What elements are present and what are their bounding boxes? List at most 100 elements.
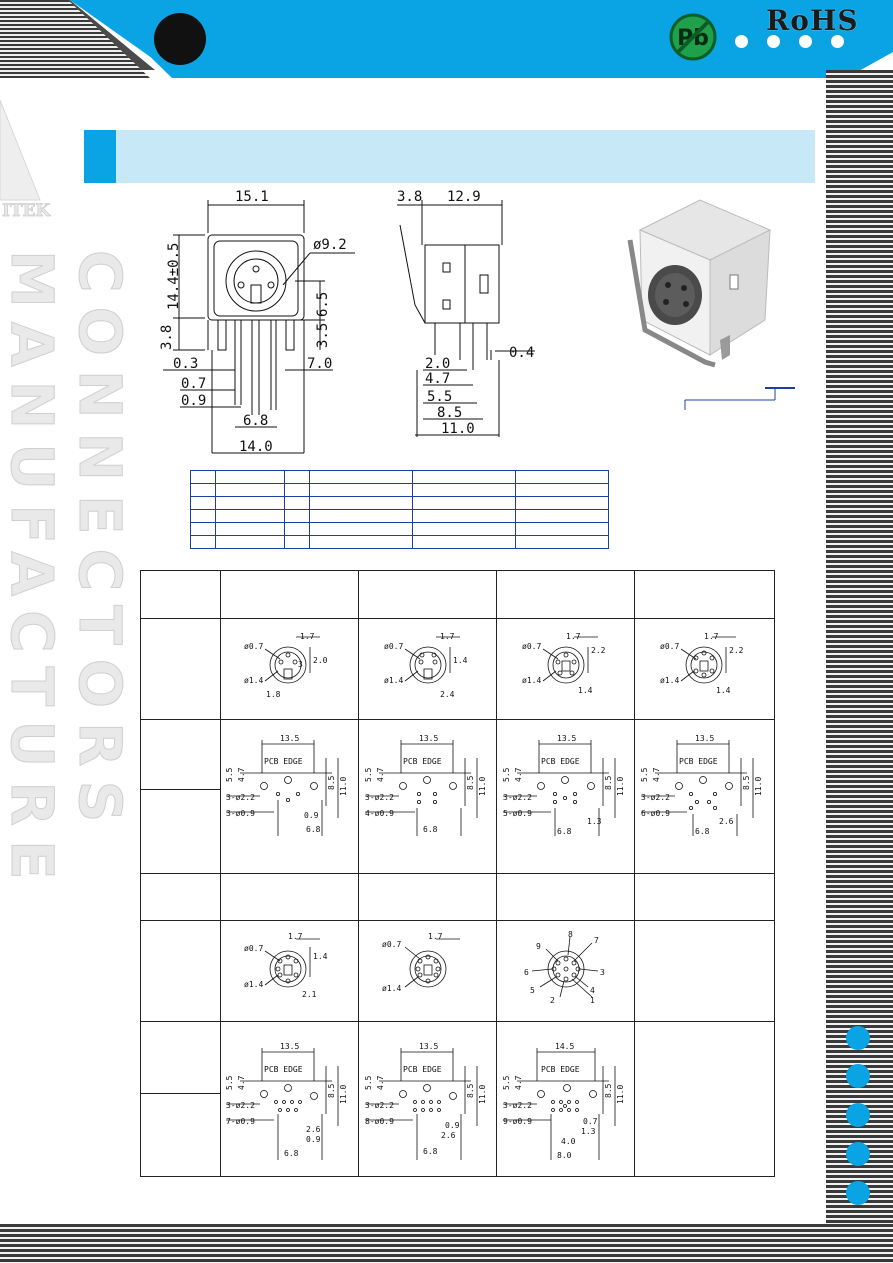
dim-label: 8.5 (437, 405, 462, 421)
svg-text:11.0: 11.0 (339, 1085, 348, 1104)
svg-text:1.7: 1.7 (566, 632, 581, 641)
dim-label: 15.1 (235, 189, 269, 205)
svg-text:6.8: 6.8 (557, 827, 572, 836)
svg-text:0.9: 0.9 (445, 1121, 460, 1130)
svg-text:11.0: 11.0 (616, 1085, 625, 1104)
svg-text:6: 6 (524, 968, 529, 977)
dim-label: 3.8 (159, 325, 175, 350)
dim-label: 4.7 (425, 371, 450, 387)
dim-label: 6.8 (243, 413, 268, 429)
svg-text:9: 9 (536, 942, 541, 951)
svg-text:1.3: 1.3 (581, 1127, 596, 1136)
dim-label: 0.3 (173, 356, 198, 372)
svg-text:9-ø0.9: 9-ø0.9 (503, 1117, 532, 1126)
svg-text:PCB EDGE: PCB EDGE (541, 1065, 580, 1074)
svg-text:13.5: 13.5 (280, 1042, 299, 1051)
svg-text:2.6: 2.6 (441, 1131, 456, 1140)
svg-text:3-ø0.9: 3-ø0.9 (226, 809, 255, 818)
dim-label: 5.5 (427, 389, 452, 405)
svg-text:3-ø2.2: 3-ø2.2 (226, 793, 255, 802)
svg-text:13.5: 13.5 (280, 734, 299, 743)
svg-text:ø1.4: ø1.4 (244, 980, 263, 989)
watermark-text: CONNECTORS MANUFACTURE (0, 250, 135, 895)
svg-text:3-ø2.2: 3-ø2.2 (365, 1101, 394, 1110)
svg-text:6.8: 6.8 (306, 825, 321, 834)
svg-text:5.5: 5.5 (225, 1075, 234, 1090)
pin-face-drawing: ø0.7 1.7 2.2 ø1.4 1.4 (522, 632, 606, 695)
svg-text:5.5: 5.5 (502, 767, 511, 782)
svg-text:1.8: 1.8 (266, 690, 281, 699)
dim-label: 11.0 (441, 421, 475, 437)
svg-text:7-ø0.9: 7-ø0.9 (226, 1117, 255, 1126)
svg-text:4.7: 4.7 (237, 767, 246, 782)
svg-text:1.4: 1.4 (578, 686, 593, 695)
pcb-layout-drawing: 13.5 PCB EDGE 5.5 4.7 3-ø2.2 7-ø0.9 8.5 … (225, 1042, 348, 1160)
svg-text:11.0: 11.0 (478, 1085, 487, 1104)
svg-text:PCB EDGE: PCB EDGE (403, 1065, 442, 1074)
svg-text:6.8: 6.8 (284, 1149, 299, 1158)
pcb-layout-drawing: 13.5 PCB EDGE 5.5 4.7 3-ø2.2 4-ø0.9 8.5 … (364, 734, 487, 836)
svg-text:2.2: 2.2 (591, 646, 606, 655)
dim-label: 0.9 (181, 393, 206, 409)
svg-text:1.7: 1.7 (288, 932, 303, 941)
svg-text:11.0: 11.0 (616, 777, 625, 796)
svg-text:ø1.4: ø1.4 (244, 676, 263, 685)
side-nav-dot (846, 1142, 870, 1166)
header-dots (735, 35, 863, 53)
svg-text:5.5: 5.5 (502, 1075, 511, 1090)
svg-text:3-ø2.2: 3-ø2.2 (503, 793, 532, 802)
svg-text:14.5: 14.5 (555, 1042, 574, 1051)
svg-text:8.5: 8.5 (466, 775, 475, 790)
svg-text:0.9: 0.9 (304, 811, 319, 820)
svg-text:8.0: 8.0 (557, 1151, 572, 1160)
svg-text:8.5: 8.5 (604, 1083, 613, 1098)
svg-text:2.4: 2.4 (440, 690, 455, 699)
svg-text:5.5: 5.5 (364, 767, 373, 782)
svg-text:5.5: 5.5 (364, 1075, 373, 1090)
svg-text:8.5: 8.5 (466, 1083, 475, 1098)
pcb-layout-drawing: 14.5 PCB EDGE 5.5 4.7 3-ø2.2 9-ø0.9 8.5 … (502, 1042, 625, 1160)
svg-text:11.0: 11.0 (478, 777, 487, 796)
svg-text:3-ø2.2: 3-ø2.2 (503, 1101, 532, 1110)
side-nav-dot (846, 1064, 870, 1088)
svg-text:4.7: 4.7 (652, 767, 661, 782)
svg-text:2.1: 2.1 (302, 990, 317, 999)
svg-text:PCB EDGE: PCB EDGE (264, 757, 303, 766)
pin-face-drawing: ø0.7 1.7 2.2 ø1.4 1.4 (660, 632, 744, 695)
dim-label: 14.4±0.5 (166, 243, 182, 310)
svg-text:1.7: 1.7 (440, 632, 455, 641)
pin-face-drawing: ø0.7 1.7 1.4 ø1.4 2.4 (384, 632, 468, 699)
svg-text:3-ø2.2: 3-ø2.2 (365, 793, 394, 802)
svg-text:ø0.7: ø0.7 (382, 940, 401, 949)
pcb-layout-drawing: 13.5 PCB EDGE 5.5 4.7 3-ø2.2 5-ø0.9 8.5 … (502, 734, 625, 836)
svg-text:5: 5 (530, 986, 535, 995)
svg-text:1.4: 1.4 (716, 686, 731, 695)
svg-text:1: 1 (590, 996, 595, 1005)
svg-text:ø0.7: ø0.7 (244, 944, 263, 953)
svg-text:4.7: 4.7 (376, 767, 385, 782)
spec-table (190, 470, 609, 549)
svg-text:ø0.7: ø0.7 (384, 642, 403, 651)
dim-label: 3.8 (397, 189, 422, 205)
svg-text:5.5: 5.5 (640, 767, 649, 782)
svg-text:1.7: 1.7 (300, 632, 315, 641)
svg-text:4.0: 4.0 (561, 1137, 576, 1146)
svg-text:5-ø0.9: 5-ø0.9 (503, 809, 532, 818)
dim-label: 7.0 (307, 356, 332, 372)
dim-label: 0.7 (181, 376, 206, 392)
svg-text:8.5: 8.5 (327, 775, 336, 790)
svg-text:8.5: 8.5 (742, 775, 751, 790)
side-nav-dot (846, 1103, 870, 1127)
svg-text:4: 4 (590, 986, 595, 995)
svg-text:3: 3 (600, 968, 605, 977)
svg-text:6-ø0.9: 6-ø0.9 (641, 809, 670, 818)
section-title-accent (84, 130, 116, 183)
svg-text:2.6: 2.6 (306, 1125, 321, 1134)
svg-text:7: 7 (594, 936, 599, 945)
dim-label: ø9.2 (313, 237, 347, 253)
dim-label: 0.4 (509, 345, 534, 361)
svg-text:4.7: 4.7 (237, 1075, 246, 1090)
svg-text:4.7: 4.7 (514, 1075, 523, 1090)
svg-text:6.8: 6.8 (695, 827, 710, 836)
svg-text:13.5: 13.5 (419, 734, 438, 743)
